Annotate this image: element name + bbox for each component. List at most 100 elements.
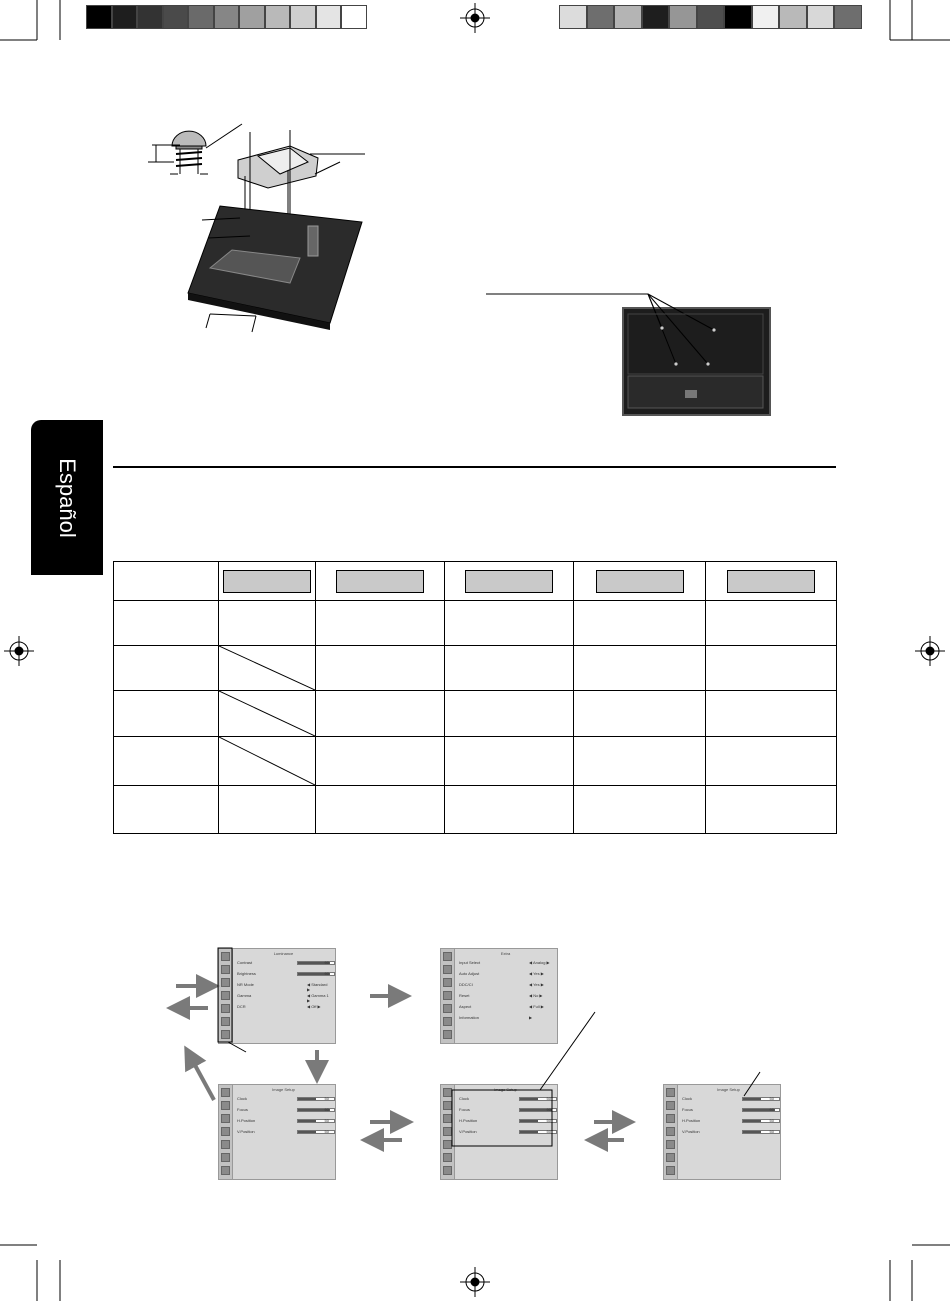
header-label-box [465, 569, 553, 593]
osd-slider [297, 1108, 335, 1112]
color-swatch [315, 5, 341, 29]
osd-row-label: H.Position [459, 1118, 478, 1123]
osd-row-label: Aspect [459, 1004, 472, 1009]
osd-slider [742, 1130, 780, 1134]
osd-menu-icon [221, 991, 230, 1000]
color-swatch [614, 5, 642, 29]
osd-choice: ◀ No ▶ [529, 993, 543, 998]
osd-choice: ◀ Gamma 1 ▶ [307, 993, 329, 1003]
osd-slider [742, 1097, 780, 1101]
osd-row-label: V.Position [459, 1129, 477, 1134]
osd-row: DCR◀ Off ▶ [237, 1004, 331, 1010]
color-swatch [696, 5, 724, 29]
color-swatch [239, 5, 265, 29]
table-header-cell [444, 561, 574, 601]
color-swatch [779, 5, 807, 29]
osd-value: 50 [769, 1096, 774, 1101]
color-swatch [86, 5, 112, 29]
osd-slider [297, 1119, 335, 1123]
osd-row-label: NR Mode [237, 982, 254, 987]
osd-value: 50 [769, 1129, 774, 1134]
header-label-box [336, 569, 424, 593]
osd-title: Luminance [273, 951, 294, 956]
registration-target-left [4, 636, 34, 666]
stand-removal-illustration [148, 123, 365, 333]
color-swatch [806, 5, 834, 29]
osd-row-label: Reset [459, 993, 470, 998]
osd-menu-icon [443, 1166, 452, 1175]
osd-choice: ◀ Yes ▶ [529, 971, 544, 976]
osd-title: Image Setup [717, 1087, 740, 1092]
osd-slider [519, 1119, 557, 1123]
osd-menu-icon [221, 978, 230, 987]
osd-slider [519, 1097, 557, 1101]
osd-value: 90 [769, 1107, 774, 1112]
color-swatch [669, 5, 697, 29]
osd-row-label: V.Position [237, 1129, 255, 1134]
color-swatch [559, 5, 587, 29]
osd-value: 50 [546, 1096, 551, 1101]
osd-choice: ▶ [529, 1015, 533, 1020]
osd-row: Information▶ [459, 1015, 553, 1021]
color-swatch [111, 5, 137, 29]
osd-sidebar [219, 1085, 233, 1179]
osd-value: 50 [769, 1118, 774, 1123]
osd-menu-icon [443, 978, 452, 987]
osd-slider [742, 1119, 780, 1123]
vesa-mount-callout [486, 293, 764, 409]
osd-sidebar [219, 949, 233, 1043]
osd-menu-icon [666, 1114, 675, 1123]
osd-row: DDC/CI◀ Yes ▶ [459, 982, 553, 988]
specification-table [113, 561, 837, 834]
osd-row: Clock 50 [459, 1096, 557, 1102]
osd-menu-icon [443, 991, 452, 1000]
osd-menu-icon [221, 1153, 230, 1162]
osd-choice: ◀ Off ▶ [307, 1004, 321, 1009]
osd-slider [297, 1130, 335, 1134]
osd-menu-icon [221, 1017, 230, 1026]
osd-menu-icon [443, 1017, 452, 1026]
osd-sidebar [664, 1085, 678, 1179]
osd-choice: ◀ Full ▶ [529, 1004, 544, 1009]
osd-slider [742, 1108, 780, 1112]
osd-title: Image Setup [272, 1087, 295, 1092]
osd-row-label: Contrast [237, 960, 253, 965]
osd-menu-icon [221, 1030, 230, 1039]
osd-choice: ◀ Analog ▶ [529, 960, 550, 965]
color-swatch [586, 5, 614, 29]
osd-menu-icon [443, 952, 452, 961]
osd-title: Extra [500, 951, 511, 956]
table-row [113, 645, 837, 691]
osd-menu-icon [221, 1127, 230, 1136]
color-swatch [341, 5, 367, 29]
osd-menu-icon [443, 1004, 452, 1013]
osd-row: NR Mode◀ Standard ▶ [237, 982, 331, 992]
osd-menu-icon [221, 952, 230, 961]
osd-slider [519, 1108, 557, 1112]
osd-choice: ◀ Yes ▶ [529, 982, 544, 987]
color-swatch [264, 5, 290, 29]
osd-menu-icon [221, 965, 230, 974]
osd-menu-icon [221, 1101, 230, 1110]
color-swatch [641, 5, 669, 29]
osd-row-label: Clock [237, 1096, 248, 1101]
osd-row: Reset ◀ No ▶ [459, 993, 553, 999]
osd-value: 90 [324, 1107, 329, 1112]
registration-target-top [460, 3, 490, 33]
osd-row-label: Clock [459, 1096, 470, 1101]
registration-target-bottom [460, 1267, 490, 1297]
osd-menu-icon [443, 1030, 452, 1039]
osd-menu-icon [666, 1088, 675, 1097]
osd-menu-icon [443, 965, 452, 974]
